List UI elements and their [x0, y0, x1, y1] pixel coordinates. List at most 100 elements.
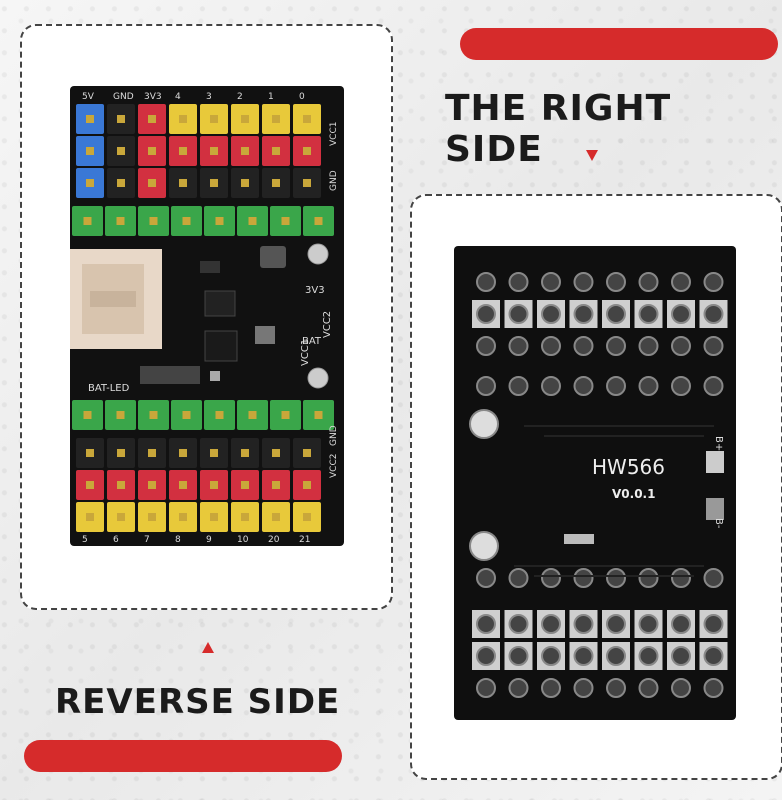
solder-pad	[703, 272, 724, 292]
pin-metal	[179, 513, 187, 521]
pin-metal	[272, 449, 280, 457]
model-label: HW566	[592, 455, 665, 479]
solder-pad	[508, 336, 529, 356]
solder-pad	[703, 568, 724, 588]
solder-pad	[703, 614, 724, 634]
solder-pad	[703, 678, 724, 698]
pin-label: 3V3	[144, 92, 162, 102]
arrow-down-icon	[586, 150, 598, 161]
solder-pad	[671, 614, 691, 634]
pin-metal	[117, 513, 125, 521]
solder-pad	[476, 336, 496, 356]
back-board: HW566 V0.0.1 B+ B-	[454, 246, 736, 720]
silk-vcc1: VCC1	[300, 339, 311, 366]
pin-metal	[303, 179, 311, 187]
solder-pad	[703, 304, 724, 324]
pin-metal	[241, 481, 249, 489]
pin-metal	[248, 217, 257, 225]
silk-bat: BAT	[302, 336, 322, 347]
solder-pad	[476, 304, 496, 324]
b-minus-label: B-	[713, 518, 724, 529]
pin-label: 0	[299, 92, 305, 102]
pin-metal	[116, 217, 125, 225]
pin-metal	[215, 411, 224, 419]
pin-metal	[303, 481, 311, 489]
pin-metal	[210, 481, 218, 489]
pin-metal	[272, 147, 280, 155]
solder-pad	[573, 272, 594, 292]
pin-metal	[303, 115, 311, 123]
bat-led-label: BAT-LED	[88, 383, 130, 394]
solder-pad	[638, 272, 659, 292]
solder-pad	[671, 646, 691, 666]
solder-pad	[508, 568, 529, 588]
solder-pad	[476, 568, 496, 588]
solder-pad	[541, 272, 561, 292]
pin-label: 7	[144, 535, 150, 545]
pin-metal	[179, 115, 187, 123]
solder-pad	[671, 272, 691, 292]
solder-pad	[508, 304, 529, 324]
pin-metal	[148, 481, 156, 489]
solder-pad	[606, 272, 626, 292]
pin-label: GND	[113, 92, 134, 102]
pin-metal	[210, 115, 218, 123]
solder-pad	[476, 272, 496, 292]
pin-metal	[148, 449, 156, 457]
pin-metal	[149, 411, 158, 419]
pin-metal	[272, 179, 280, 187]
solder-pad	[671, 304, 691, 324]
pin-metal	[281, 411, 290, 419]
solder-pad	[541, 376, 561, 396]
solder-pad	[541, 646, 561, 666]
solder-pad	[703, 336, 724, 356]
solder-pad	[638, 646, 659, 666]
pin-metal	[86, 179, 94, 187]
pin-metal	[86, 147, 94, 155]
solder-pad	[573, 568, 594, 588]
solder-pad	[606, 568, 626, 588]
solder-pad	[638, 304, 659, 324]
solder-pad	[638, 614, 659, 634]
pin-metal	[314, 217, 323, 225]
bottom-accent-bar	[24, 740, 342, 772]
solder-pad	[638, 336, 659, 356]
pin-metal	[303, 513, 311, 521]
solder-pad	[508, 376, 529, 396]
silk-3v3: 3V3	[305, 285, 325, 296]
silk-vcc2: VCC2	[322, 311, 333, 338]
solder-pad	[476, 376, 496, 396]
pin-metal	[117, 481, 125, 489]
side-label-gnd-bottom: GND	[329, 425, 339, 446]
pin-label: 9	[206, 535, 212, 545]
pin-metal	[182, 411, 191, 419]
pin-metal	[272, 513, 280, 521]
pin-metal	[303, 449, 311, 457]
pin-metal	[281, 217, 290, 225]
solder-pad	[508, 614, 529, 634]
solder-pad	[606, 646, 626, 666]
pin-label: 21	[299, 535, 310, 545]
pin-metal	[148, 179, 156, 187]
pin-metal	[248, 411, 257, 419]
pin-metal	[116, 411, 125, 419]
pin-metal	[210, 513, 218, 521]
b-plus-label: B+	[713, 436, 724, 451]
solder-pad	[671, 376, 691, 396]
solder-pad	[638, 678, 659, 698]
solder-pad	[508, 678, 529, 698]
pin-label: 6	[113, 535, 119, 545]
pin-metal	[241, 449, 249, 457]
pin-metal	[149, 217, 158, 225]
solder-pad	[541, 678, 561, 698]
pin-metal	[272, 481, 280, 489]
pin-metal	[272, 115, 280, 123]
solder-pad	[541, 568, 561, 588]
pin-label: 5V	[82, 92, 95, 102]
solder-pad	[573, 678, 594, 698]
solder-pad	[703, 646, 724, 666]
reverse-side-heading: REVERSE SIDE	[55, 682, 341, 722]
pin-label: 2	[237, 92, 243, 102]
pin-metal	[303, 147, 311, 155]
pin-label: 5	[82, 535, 88, 545]
